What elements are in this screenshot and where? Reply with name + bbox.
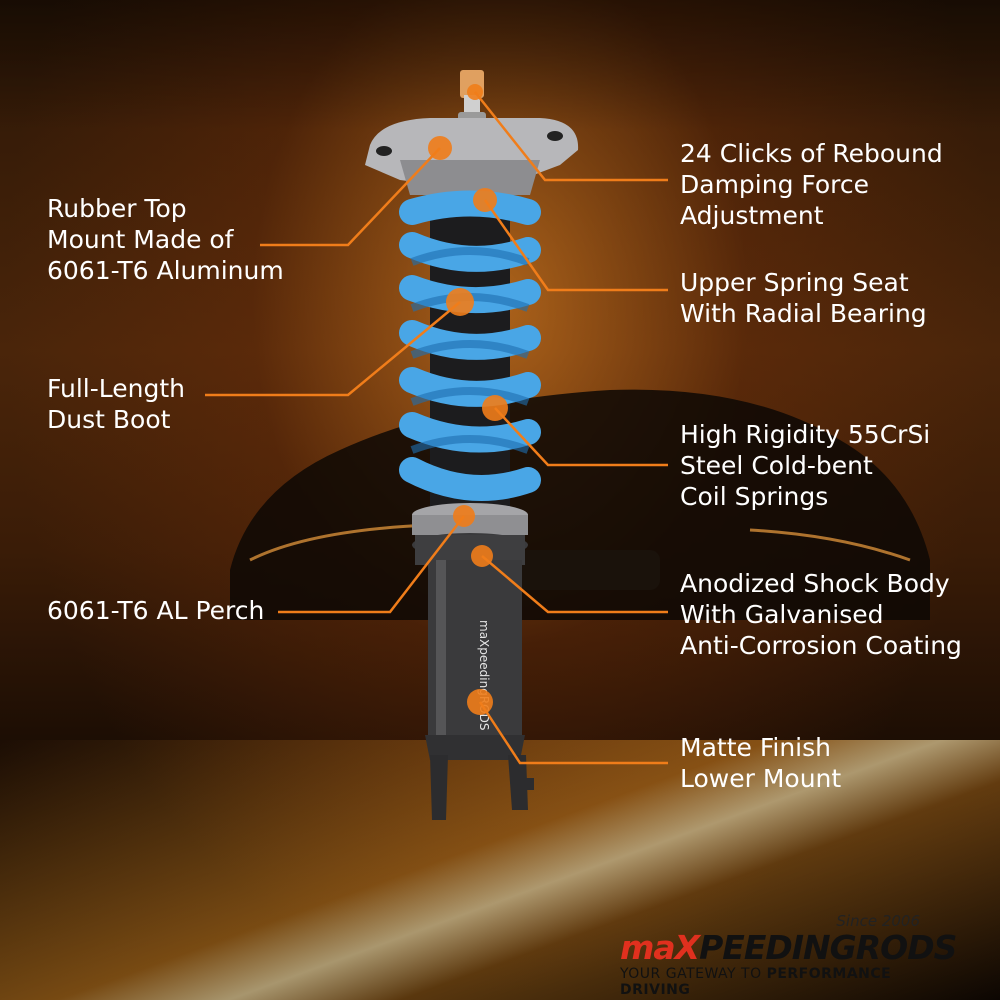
brand-middle: PEEDING <box>699 928 857 967</box>
brand-prefix: maX <box>620 928 700 967</box>
leader-rebound <box>474 91 668 182</box>
leader-dust-boot <box>205 301 461 397</box>
label-dust-boot: Full-Length Dust Boot <box>47 374 186 434</box>
leader-lower-mount <box>478 701 668 765</box>
brand-suffix: RODS <box>855 928 958 967</box>
label-al-perch: 6061-T6 AL Perch <box>47 596 265 625</box>
tagline: YOUR GATEWAY TO PERFORMANCE DRIVING <box>620 966 960 998</box>
brand-logo: Since 2006 maXPEEDINGRODS YOUR GATEWAY T… <box>620 910 960 998</box>
tagline-bold: PERFORMANCE DRIVING <box>620 966 892 998</box>
leader-shock-body <box>481 555 668 614</box>
leader-top-mount <box>260 147 441 247</box>
label-rubber-top-mount: Rubber Top Mount Made of 6061-T6 Aluminu… <box>47 194 284 285</box>
since-text: Since 2006 <box>836 912 920 930</box>
leader-perch <box>278 515 465 614</box>
car-silhouette <box>230 389 930 620</box>
leader-coil <box>494 407 668 467</box>
label-shock-body: Anodized Shock Body With Galvanised Anti… <box>680 569 962 660</box>
brand-name: maXPEEDINGRODS <box>620 928 958 967</box>
label-lower-mount: Matte Finish Lower Mount <box>680 733 842 793</box>
leader-spring-seat <box>483 199 668 292</box>
tagline-normal: YOUR GATEWAY TO <box>620 966 767 982</box>
label-rebound-adjustment: 24 Clicks of Rebound Damping Force Adjus… <box>680 139 943 230</box>
label-coil-springs: High Rigidity 55CrSi Steel Cold-bent Coi… <box>680 420 931 511</box>
label-upper-spring-seat: Upper Spring Seat With Radial Bearing <box>680 268 927 328</box>
